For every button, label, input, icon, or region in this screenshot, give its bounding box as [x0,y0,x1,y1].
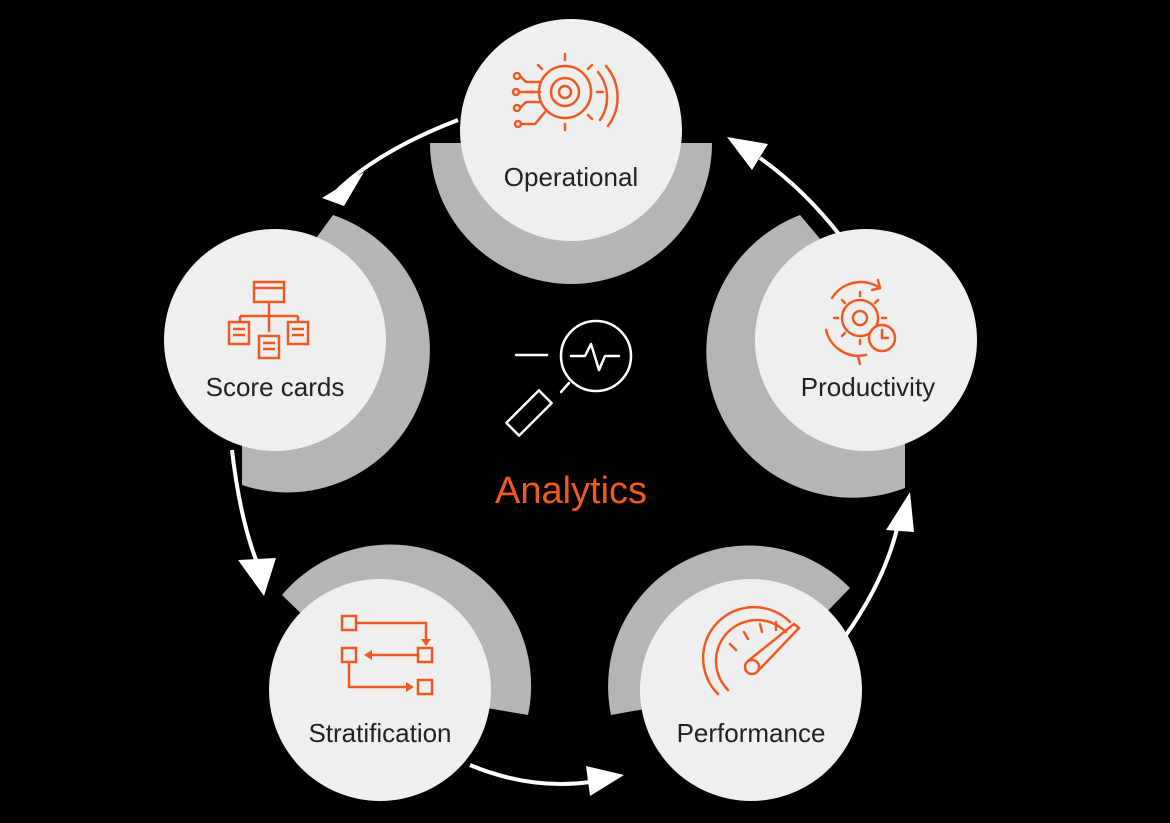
flowchart-arrowheads [364,639,431,692]
arrow-stratification-to-performance-head [586,766,624,796]
arrow-operational-to-scorecards [336,118,459,192]
org-chart-icon [227,280,310,360]
node-performance: Performance [608,545,862,801]
node-stratification: Stratification [269,544,532,801]
arrow-stratification-to-performance [469,763,591,786]
center-analytics: Analytics [495,319,647,512]
node-productivity: Productivity [706,215,977,498]
node-operational: Operational [430,19,712,284]
node-circle [460,19,682,241]
node-label: Stratification [308,718,451,748]
node-circle [640,579,862,801]
arrow-productivity-to-operational [758,156,844,240]
node-label: Performance [677,718,826,748]
arrow-performance-to-productivity-head [886,492,914,532]
arrow-scorecards-to-stratification-head [238,558,276,596]
cycle-arrows [230,118,914,796]
arrow-productivity-to-operational-head [727,137,768,170]
arrow-scorecards-to-stratification [230,449,260,566]
arrow-performance-to-productivity [844,524,900,637]
node-label: Productivity [801,372,935,402]
gear-circuit-icon [511,52,619,132]
node-label: Operational [504,162,638,192]
node-circle [755,229,977,451]
speedometer-icon [701,605,801,696]
center-title: Analytics [495,470,647,512]
arrow-operational-to-scorecards-head [322,172,364,206]
magnifier-pulse-icon [505,319,633,437]
node-circle [164,229,386,451]
node-circle [269,579,491,801]
gear-cycle-clock-icon [824,278,897,366]
node-score-cards: Score cards [164,215,430,493]
flowchart-icon [340,614,434,696]
node-label: Score cards [206,372,345,402]
